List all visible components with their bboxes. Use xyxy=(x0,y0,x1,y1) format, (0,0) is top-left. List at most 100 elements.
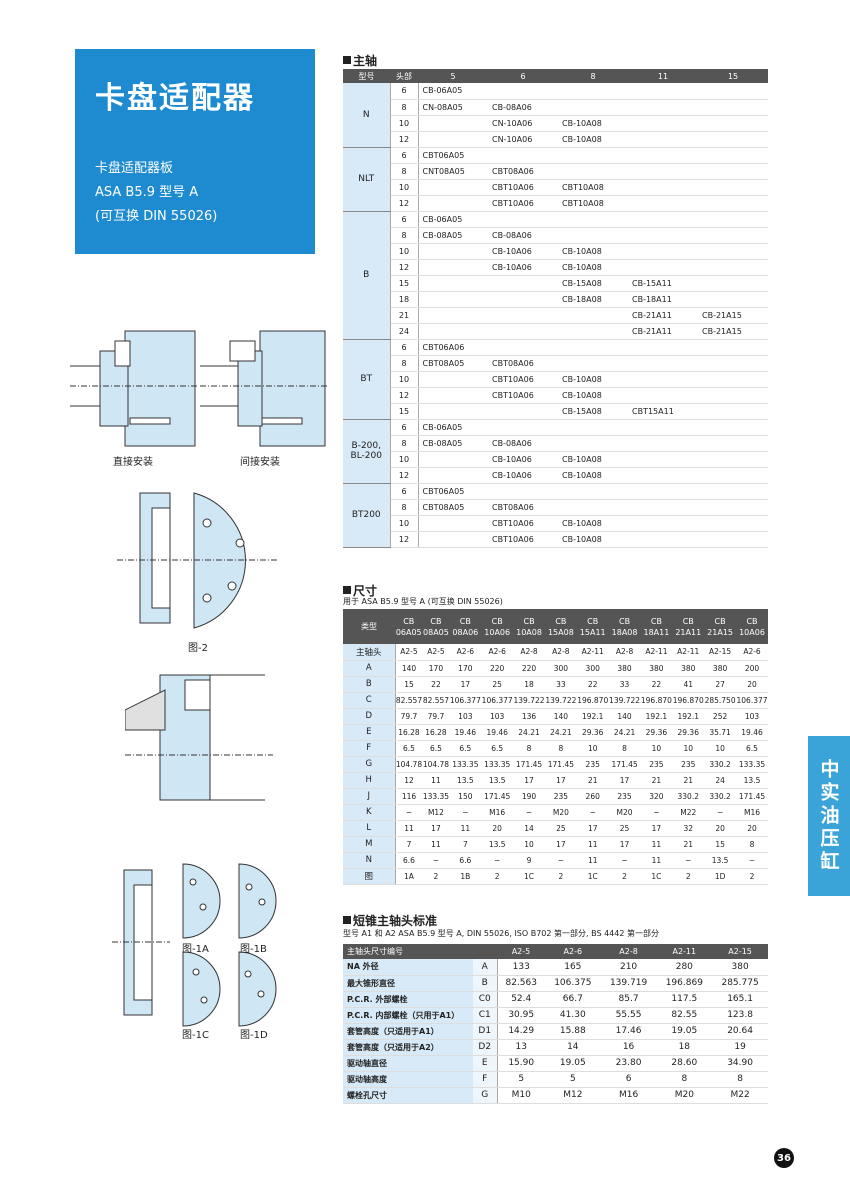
table-cell: 12 xyxy=(395,772,423,789)
table-cell: A2-5 xyxy=(422,644,450,661)
table-cell: CBT10A06 xyxy=(488,531,558,548)
table-cell: 10 xyxy=(390,515,419,532)
table-cell: 17 xyxy=(608,836,641,853)
table-cell xyxy=(558,323,628,340)
table-cell: CB-06A05 xyxy=(418,211,488,228)
table-cell: 10 xyxy=(390,371,419,388)
table-cell: 16.28 xyxy=(422,724,450,741)
table-cell xyxy=(418,387,488,404)
table-cell: 85.7 xyxy=(600,991,657,1008)
table-cell: CBT10A06 xyxy=(488,179,558,196)
table-cell xyxy=(488,307,558,324)
table-cell: CB-21A11 xyxy=(628,307,698,324)
table-cell: M12 xyxy=(544,1087,601,1104)
table-cell: 252 xyxy=(704,708,737,725)
table-cell: M20 xyxy=(608,804,641,821)
table-cell: N xyxy=(343,852,396,869)
table-cell: 18 xyxy=(513,676,545,693)
type-header: CB 08A06 xyxy=(449,609,482,644)
table-cell: − xyxy=(640,804,673,821)
table-cell xyxy=(418,259,488,276)
table-cell xyxy=(418,243,488,260)
table-cell: 220 xyxy=(481,660,514,677)
table-cell xyxy=(698,99,768,116)
table-cell: P.C.R. 内部螺栓（只用于A1） xyxy=(343,1007,473,1024)
fig1b-drawing xyxy=(238,863,277,939)
table-cell xyxy=(698,403,768,420)
table-cell: CB-08A06 xyxy=(488,227,558,244)
table-cell: 15.90 xyxy=(497,1055,545,1072)
table-cell: 17 xyxy=(608,772,641,789)
direct-mount-drawing xyxy=(70,330,198,447)
std-header: A2-5 xyxy=(497,944,545,959)
table-cell: 20 xyxy=(736,820,768,837)
table-cell: 8 xyxy=(390,227,419,244)
table-cell xyxy=(698,275,768,292)
table-cell: NA 外径 xyxy=(343,959,473,976)
table-cell: 6 xyxy=(600,1071,657,1088)
table-cell xyxy=(698,147,768,164)
table-cell: 驱动轴直径 xyxy=(343,1055,473,1072)
table-cell: CB-10A06 xyxy=(488,259,558,276)
table-cell: A xyxy=(473,959,498,976)
table-cell: 6 xyxy=(390,339,419,356)
table-cell: 19.46 xyxy=(481,724,514,741)
table-cell: A2-15 xyxy=(704,644,737,661)
table-cell xyxy=(698,419,768,436)
table-cell: 23.80 xyxy=(600,1055,657,1072)
table-cell: 235 xyxy=(544,788,577,805)
table-cell: 123.8 xyxy=(712,1007,768,1024)
table-cell: 150 xyxy=(449,788,482,805)
table-cell: 8 xyxy=(390,499,419,516)
table-cell: D1 xyxy=(473,1023,498,1040)
table-cell: 2 xyxy=(736,868,768,885)
table-cell: 13.5 xyxy=(704,852,737,869)
type-header: CB 10A06 xyxy=(481,609,514,644)
table-cell: 32 xyxy=(672,820,705,837)
table-cell xyxy=(558,499,628,516)
table-cell: 140 xyxy=(395,660,423,677)
table-cell: L xyxy=(343,820,396,837)
fig1d-label: 图-1D xyxy=(240,1030,268,1041)
table-cell xyxy=(488,147,558,164)
table-cell xyxy=(418,291,488,308)
table-cell xyxy=(418,515,488,532)
table-cell xyxy=(698,339,768,356)
table-cell: CB-08A06 xyxy=(488,435,558,452)
table-cell xyxy=(418,307,488,324)
table-cell: CB-06A05 xyxy=(418,83,488,100)
table-cell: 11 xyxy=(422,836,450,853)
table-cell: A2-6 xyxy=(481,644,514,661)
table-cell: 19.46 xyxy=(736,724,768,741)
table-cell: 1C xyxy=(576,868,609,885)
table-cell: 15.88 xyxy=(544,1023,601,1040)
table-cell: 8 xyxy=(608,740,641,757)
table-cell: H xyxy=(343,772,396,789)
table-cell: 29.36 xyxy=(576,724,609,741)
table-cell xyxy=(628,435,698,452)
table-cell: 24 xyxy=(704,772,737,789)
table-cell: 10 xyxy=(390,451,419,468)
table-cell: 1A xyxy=(395,868,423,885)
table-cell: 30.95 xyxy=(497,1007,545,1024)
table-cell xyxy=(698,531,768,548)
table-cell xyxy=(558,435,628,452)
table-cell: CB-21A15 xyxy=(698,307,768,324)
std-header: A2-15 xyxy=(712,944,768,959)
table-cell: CBT15A11 xyxy=(628,403,698,420)
table-cell: − xyxy=(736,852,768,869)
dims-heading: 尺寸 xyxy=(343,582,377,599)
table-cell: E xyxy=(343,724,396,741)
table-cell: CB-10A08 xyxy=(558,515,628,532)
table-cell: 165 xyxy=(544,959,601,976)
table-cell xyxy=(698,195,768,212)
table-cell: 17 xyxy=(422,820,450,837)
table-cell xyxy=(698,115,768,132)
